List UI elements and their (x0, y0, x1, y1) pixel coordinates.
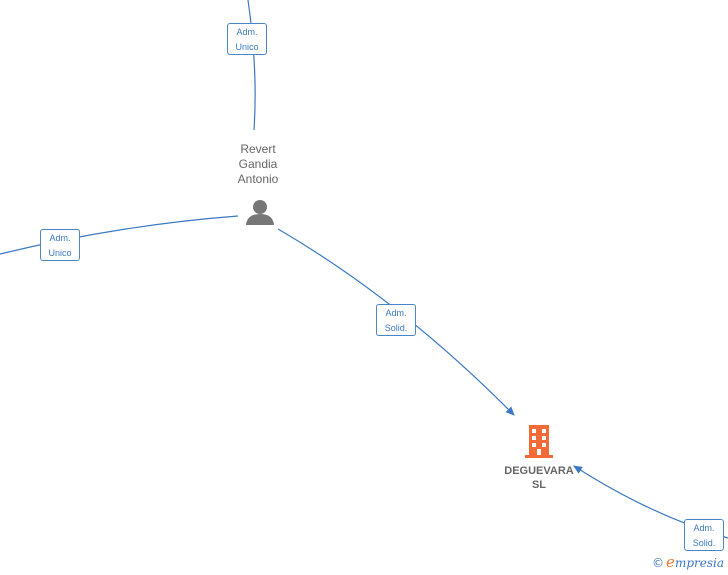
role-line: Solid. (384, 323, 408, 333)
company-building-icon[interactable] (524, 423, 554, 459)
role-line: Adm. (49, 233, 71, 243)
role-box-adm-solid-bottom[interactable]: Adm. Solid. (684, 519, 724, 551)
empresia-logo: ©empresia (652, 553, 724, 571)
role-box-adm-unico-left[interactable]: Adm. Unico (40, 229, 80, 261)
brand-name: mpresia (674, 556, 724, 570)
role-line: Adm. (385, 308, 407, 318)
role-box-adm-unico-top[interactable]: Adm. Unico (227, 23, 267, 55)
edge-left (0, 215, 239, 255)
person-name-line: Antonio (237, 172, 279, 186)
role-line: Adm. (693, 523, 715, 533)
role-line: Unico (48, 248, 72, 258)
edge-top (247, 0, 256, 131)
company-name-line: DEGUEVARA (504, 465, 574, 477)
person-name-line: Gandia (238, 157, 278, 171)
company-name[interactable]: DEGUEVARA SL (489, 464, 589, 492)
copyright-icon: © (652, 556, 665, 570)
role-line: Adm. (236, 27, 258, 37)
role-line: Unico (235, 42, 259, 52)
person-name[interactable]: Revert Gandia Antonio (222, 142, 294, 187)
brand-initial: e (666, 553, 675, 571)
person-icon[interactable] (245, 197, 275, 227)
role-line: Solid. (692, 538, 716, 548)
person-name-line: Revert (240, 142, 276, 156)
role-box-adm-solid-middle[interactable]: Adm. Solid. (376, 304, 416, 336)
company-name-line: SL (531, 479, 547, 491)
